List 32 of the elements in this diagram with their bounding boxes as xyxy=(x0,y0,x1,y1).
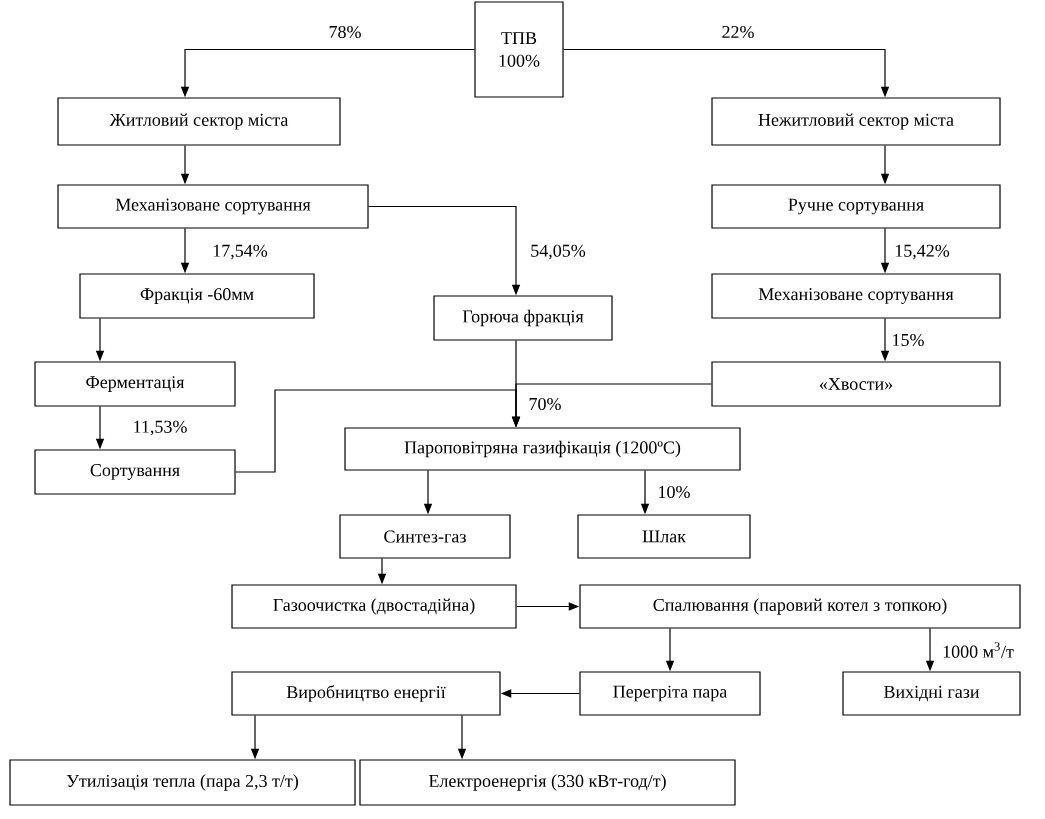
edge-label: 15% xyxy=(893,333,924,347)
process-box: Виробництво енергії xyxy=(231,671,501,716)
process-box: Фракція -60мм xyxy=(79,273,315,319)
edge-label: 70% xyxy=(529,397,561,411)
process-box: ТПВ 100% xyxy=(474,1,564,98)
process-box: Сортування xyxy=(34,449,236,495)
edge-label: 22% xyxy=(722,25,754,39)
process-box: Пароповітряна газифікація (1200ºC) xyxy=(344,427,741,471)
edge-label: 10% xyxy=(659,485,690,499)
process-box: Ферментація xyxy=(34,361,236,407)
edge-label: 11,53% xyxy=(134,420,187,436)
arrow xyxy=(235,389,521,473)
process-box: Нежитловий сектор міста xyxy=(711,97,1001,146)
process-box: Шлак xyxy=(577,514,751,559)
process-box: Житловий сектор міста xyxy=(57,97,341,146)
process-box: Ручне сортування xyxy=(711,184,1001,229)
edge-label: 17,54% xyxy=(213,244,268,260)
process-box: Горюча фракція xyxy=(433,295,613,341)
process-box: Утилізація тепла (пара 2,3 т/т) xyxy=(9,759,356,806)
process-box: Синтез-газ xyxy=(339,514,511,559)
process-box: Вихідні гази xyxy=(842,671,1021,716)
process-box: Спалювання (паровий котел з топкою) xyxy=(579,584,1021,629)
edge-label: 78% xyxy=(329,25,361,39)
process-box: Механізоване сортування xyxy=(57,184,369,229)
edge-label: 1000 м$^{3}$/т xyxy=(943,642,1014,658)
process-box: Механізоване сортування xyxy=(711,273,1001,319)
edge-label: 54,05% xyxy=(531,244,586,260)
process-box: Газоочистка (двостадійна) xyxy=(231,584,517,629)
process-box: Електроенергія (330 кВт-год/т) xyxy=(359,759,736,806)
process-box: «Хвости» xyxy=(711,361,1001,407)
process-box: Перегріта пара xyxy=(579,671,761,716)
edge-label: 15,42% xyxy=(895,244,950,260)
